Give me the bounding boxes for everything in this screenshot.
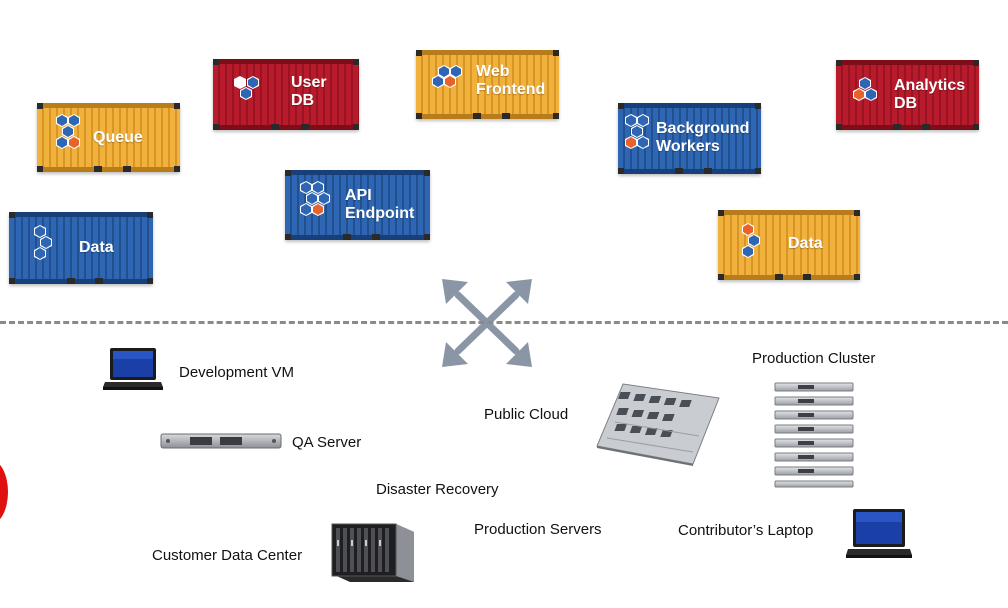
hexagon-cluster-icon [34,225,52,260]
label-development-vm: Development VM [179,364,295,381]
container-latch [95,278,104,284]
server-board-icon [596,383,720,466]
container-latch [675,168,684,174]
container-data-left: Data [9,212,153,284]
container-latch [473,113,482,119]
container-latch [803,274,812,280]
container-corner [9,212,15,218]
container-user-db: User DB [213,59,359,130]
container-corner [353,59,359,65]
container-corner [213,124,219,130]
container-corner [147,278,153,284]
blade-chassis-icon [331,523,414,582]
label-production-cluster: Production Cluster [752,350,876,367]
container-latch [921,124,930,130]
red-marker [0,460,8,524]
container-label: Background Workers [656,120,750,155]
container-label: API Endpoint [345,187,415,222]
container-latch [372,234,380,240]
container-latch [774,274,783,280]
container-corner [836,60,842,66]
container-latch [66,278,75,284]
container-label: Web Frontend [476,63,546,98]
server-stack-icon [774,382,854,488]
container-label: Data [788,235,823,252]
container-corner [718,274,724,280]
container-label: Queue [93,129,143,146]
dashed-divider [0,321,1008,324]
hexagon-cluster-icon [234,76,259,100]
container-corner [424,170,430,176]
hexagon-cluster-icon [432,65,462,88]
container-latch [300,124,309,130]
cross-arrows-icon [442,279,532,367]
container-corner [618,103,624,109]
container-corner [174,103,180,109]
container-corner [37,103,43,109]
container-corner [37,166,43,172]
container-api-endpoint: API Endpoint [285,170,430,240]
container-corner [755,103,761,109]
container-corner [213,59,219,65]
hexagon-cluster-icon [625,114,649,149]
label-qa-server: QA Server [292,434,362,451]
label-production-servers: Production Servers [474,521,602,538]
container-latch [122,166,131,172]
container-label: Data [79,239,114,256]
container-corner [424,234,430,240]
hexagon-cluster-icon [56,114,80,149]
label-disaster-recovery: Disaster Recovery [376,481,499,498]
container-corner [854,210,860,216]
container-corner [9,278,15,284]
hexagon-cluster-icon [742,223,760,258]
container-corner [553,113,559,119]
container-latch [271,124,280,130]
container-corner [973,124,979,130]
container-label: User DB [291,74,327,109]
container-web-frontend: Web Frontend [416,50,559,119]
container-corner [718,210,724,216]
container-corner [416,50,422,56]
laptop-icon [103,348,163,390]
container-latch [501,113,510,119]
label-contributors-laptop: Contributor’s Laptop [678,522,814,539]
laptop-icon [846,509,912,558]
container-corner [836,124,842,130]
container-queue: Queue [37,103,180,172]
container-latch [94,166,103,172]
container-label: Analytics DB [894,77,966,112]
rack-server-icon [160,433,282,449]
container-corner [755,168,761,174]
container-corner [973,60,979,66]
label-public-cloud: Public Cloud [484,406,569,423]
label-customer-data-center: Customer Data Center [152,547,303,564]
container-corner [285,170,291,176]
container-corner [618,168,624,174]
container-corner [285,234,291,240]
container-analytics-db: Analytics DB [836,60,979,130]
container-latch [893,124,902,130]
container-background-workers: Background Workers [618,103,761,174]
container-corner [553,50,559,56]
container-corner [854,274,860,280]
container-corner [174,166,180,172]
hexagon-cluster-icon [300,181,330,216]
container-corner [147,212,153,218]
hexagon-cluster-icon [853,77,877,101]
container-latch [703,168,712,174]
container-corner [353,124,359,130]
container-latch [343,234,351,240]
container-corner [416,113,422,119]
container-data-right: Data [718,210,860,280]
